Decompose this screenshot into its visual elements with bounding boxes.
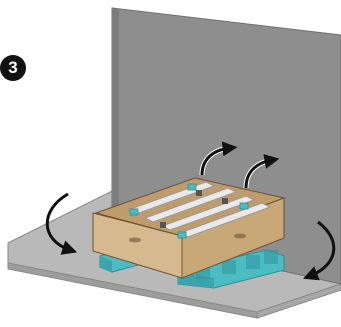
unpacking-illustration [0, 0, 341, 327]
assembly-diagram: 3 [0, 0, 341, 327]
